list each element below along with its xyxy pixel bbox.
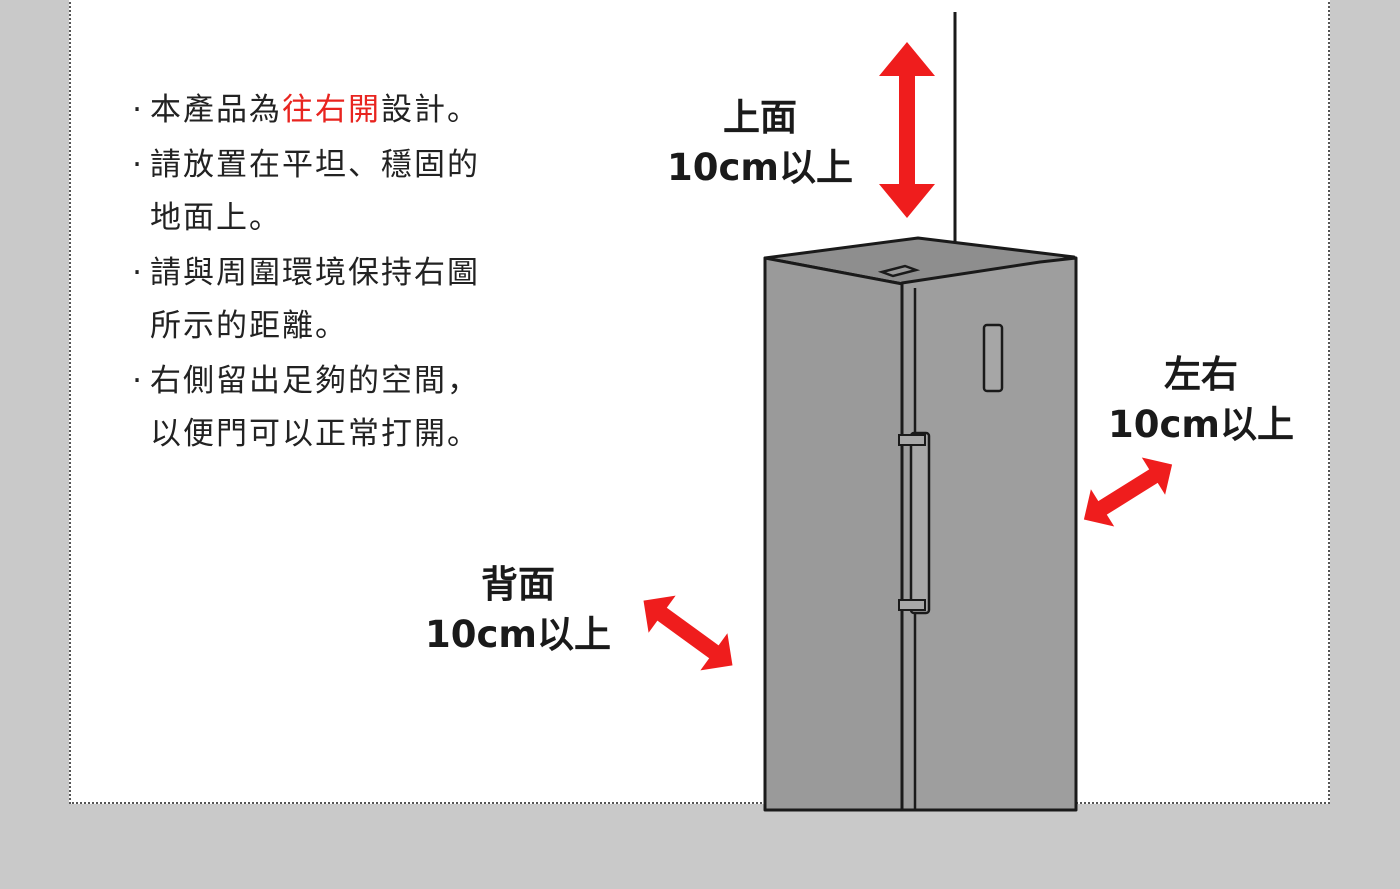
fridge-door <box>900 256 1078 812</box>
side-clearance-label: 左右 10cm以上 <box>1096 350 1306 450</box>
bullet: · <box>132 92 144 128</box>
label-title: 背面 <box>481 563 555 606</box>
bullet: · <box>132 147 144 183</box>
label-title: 上面 <box>723 96 797 139</box>
bullet: · <box>132 363 144 399</box>
installation-notes: ·本產品為往右開設計。 ·請放置在平坦、穩固的 地面上。 ·請與周圍環境保持右圖… <box>126 84 586 463</box>
label-value: 10cm以上 <box>667 146 853 189</box>
label-value: 10cm以上 <box>425 613 611 656</box>
note-clearance: ·請與周圍環境保持右圖 所示的距離。 <box>126 247 586 353</box>
note-flat-ground: ·請放置在平坦、穩固的 地面上。 <box>126 139 586 245</box>
note-line-1: 請放置在平坦、穩固的 <box>150 147 480 183</box>
top-clearance-arrow <box>879 42 935 218</box>
note-door-direction: ·本產品為往右開設計。 <box>126 84 586 137</box>
label-title: 左右 <box>1164 353 1238 396</box>
note-right-space: ·右側留出足夠的空間， 以便門可以正常打開。 <box>126 355 586 461</box>
fridge-display-panel <box>982 323 1004 393</box>
illustration-panel <box>69 0 1330 804</box>
note-text: 設計。 <box>381 92 480 128</box>
note-line-2: 以便門可以正常打開。 <box>150 416 480 452</box>
note-highlight: 往右開 <box>282 92 381 128</box>
back-clearance-label: 背面 10cm以上 <box>413 560 623 660</box>
fridge-handle <box>909 431 931 615</box>
handle-mount-top <box>898 434 926 446</box>
top-clearance-label: 上面 10cm以上 <box>655 93 865 193</box>
note-text: 本產品為 <box>150 92 282 128</box>
fridge-side <box>763 256 910 812</box>
fridge-hinge <box>877 264 921 278</box>
side-clearance-arrow <box>1083 457 1173 527</box>
note-line-2: 地面上。 <box>150 200 282 236</box>
handle-mount-bottom <box>898 599 926 611</box>
label-value: 10cm以上 <box>1108 403 1294 446</box>
back-clearance-arrow <box>643 595 733 671</box>
note-line-2: 所示的距離。 <box>150 308 348 344</box>
note-line-1: 右側留出足夠的空間， <box>150 363 480 399</box>
bullet: · <box>132 255 144 291</box>
note-line-1: 請與周圍環境保持右圖 <box>150 255 480 291</box>
